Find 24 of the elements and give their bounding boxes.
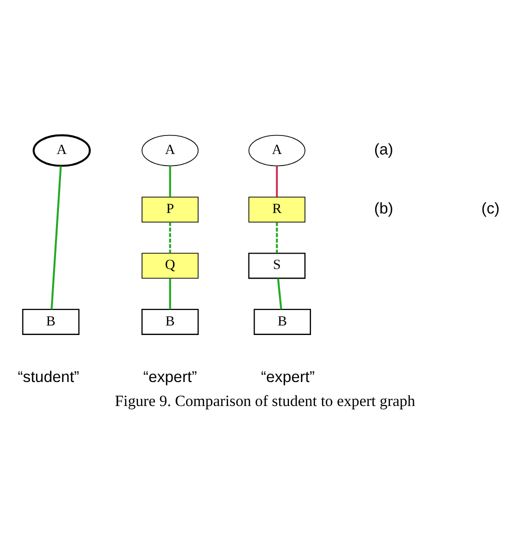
connector <box>276 222 278 253</box>
node-box: Q <box>142 252 199 278</box>
connector <box>169 222 172 253</box>
node-ellipse: A <box>142 134 199 166</box>
label: “expert” <box>143 368 197 386</box>
node-box: B <box>22 308 80 334</box>
connector <box>277 278 282 309</box>
node-ellipse: A <box>248 134 306 166</box>
label: (c) <box>481 200 500 218</box>
node-box: S <box>248 252 306 278</box>
caption: Figure 9. Comparison of student to expert graph <box>114 392 416 410</box>
label: “expert” <box>260 368 315 386</box>
label: (b) <box>374 200 394 218</box>
node-ellipse: A <box>32 134 91 166</box>
connector <box>169 278 172 309</box>
node-box: R <box>248 196 306 222</box>
connector <box>276 166 278 196</box>
label: “student” <box>18 368 80 386</box>
connector <box>169 166 172 196</box>
node-box: B <box>141 308 199 334</box>
node-box: P <box>142 196 199 222</box>
label: (a) <box>374 140 394 158</box>
node-box: B <box>254 308 311 334</box>
connector <box>50 166 62 309</box>
